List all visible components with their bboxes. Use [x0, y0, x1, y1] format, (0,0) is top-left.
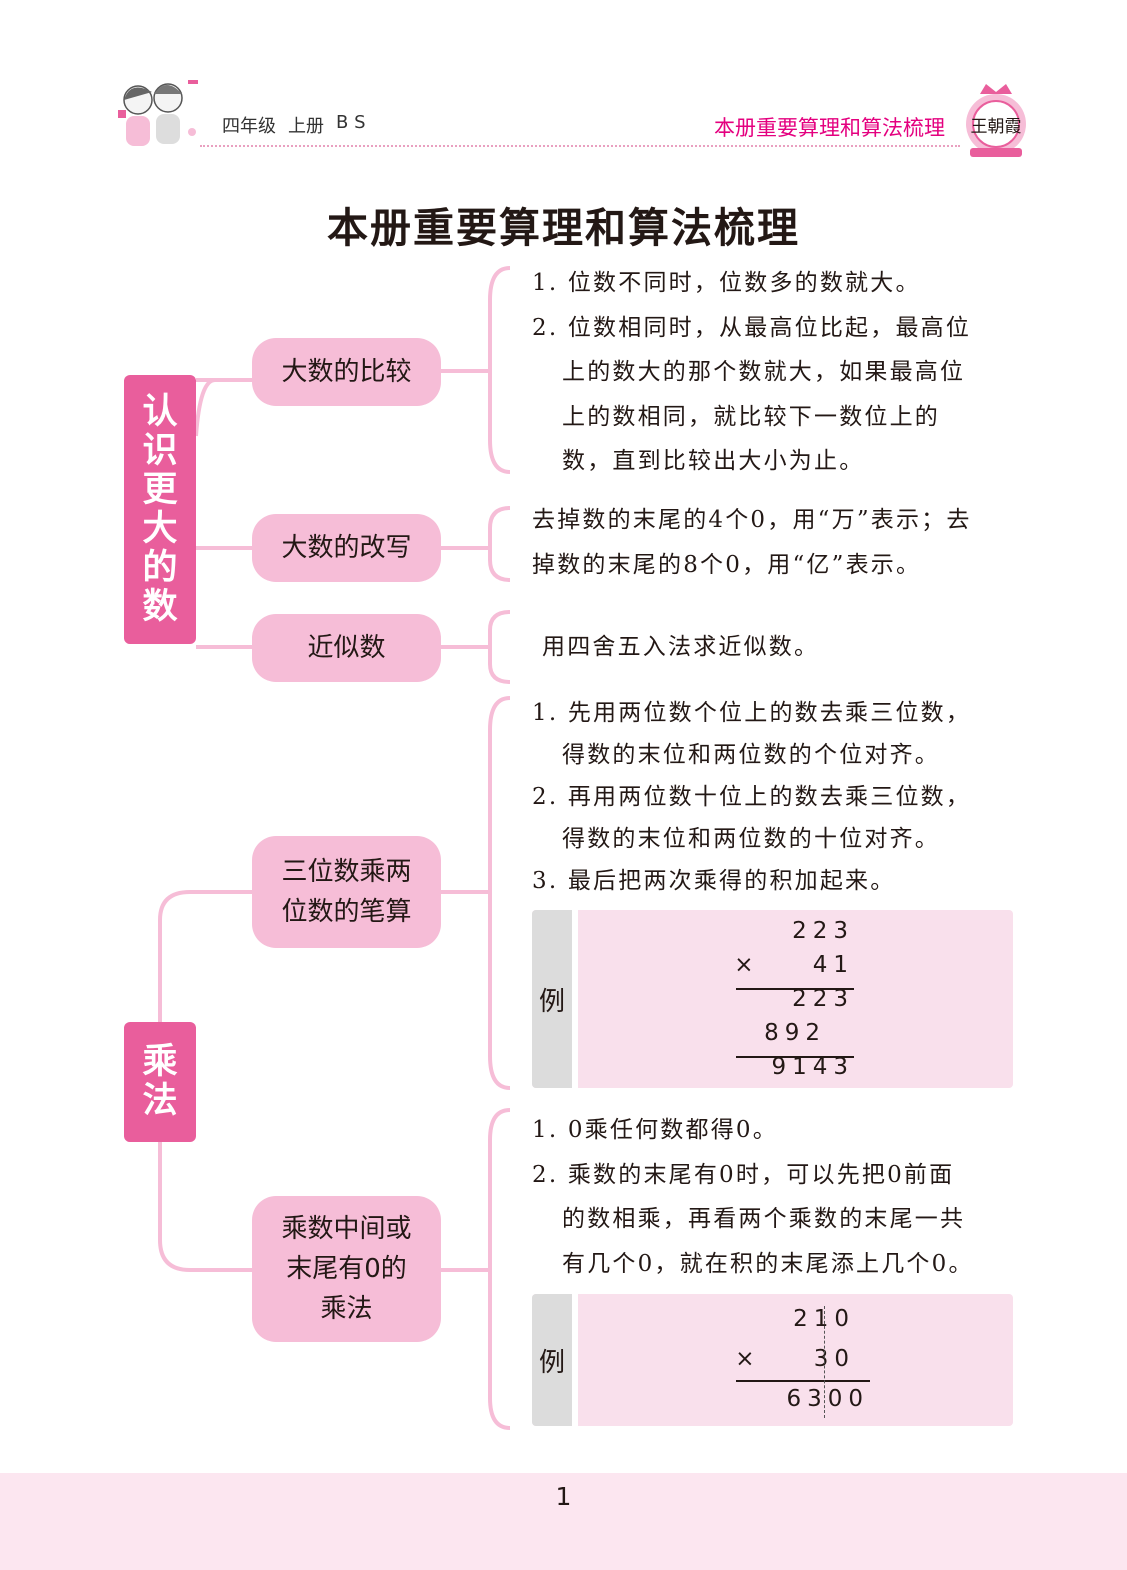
- category-char: 识: [142, 430, 178, 471]
- rule-line: 得数的末位和两位数的十位对齐。: [562, 826, 940, 852]
- vertical-calculation-2: 210 × 30 6300: [732, 1306, 877, 1424]
- calc-row: 223: [792, 918, 854, 944]
- header-volume: 上册: [288, 116, 324, 137]
- page-number: 1: [555, 1482, 572, 1511]
- calc-row: 9143: [771, 1054, 854, 1080]
- category-char: 大: [142, 508, 178, 549]
- category-multiplication: 乘 法: [124, 1022, 196, 1142]
- rule-line: 1. 0乘任何数都得0。: [532, 1117, 778, 1143]
- rule-line: 掉数的末尾的8个0，用“亿”表示。: [532, 551, 922, 578]
- calc-rule: [736, 1056, 854, 1058]
- category-big-numbers: 认 识 更 大 的 数: [124, 375, 196, 644]
- zero-multiplication-rules: 1. 0乘任何数都得0。 2. 乘数的末尾有0时，可以先把0前面 的数相乘，再看…: [532, 1108, 974, 1286]
- node-compare-big-numbers: 大数的比较: [252, 338, 441, 406]
- header-divider: [200, 145, 960, 147]
- vertical-calculation-1: 223 × 41 223 892 9143: [732, 918, 862, 1088]
- rewrite-rules: 去掉数的末尾的4个0，用“万”表示；去 掉数的末尾的8个0，用“亿”表示。: [532, 498, 972, 587]
- rule-line: 2. 乘数的末尾有0时，可以先把0前面: [532, 1161, 955, 1188]
- calc-row: × 41: [734, 952, 854, 978]
- header-section-title: 本册重要算理和算法梳理: [714, 116, 945, 140]
- node-line: 位数的笔算: [281, 897, 412, 927]
- example-label: 例: [532, 1294, 572, 1426]
- category-char: 的: [142, 547, 178, 588]
- calc-row: 6300: [786, 1386, 869, 1412]
- header-edition: B S: [336, 112, 366, 133]
- node-line: 乘法: [320, 1294, 373, 1324]
- node-line: 末尾有0的: [286, 1254, 407, 1284]
- node-zero-multiplication: 乘数中间或 末尾有0的 乘法: [252, 1196, 441, 1342]
- node-line: 乘数中间或: [281, 1214, 412, 1244]
- example-divider: [572, 910, 578, 1088]
- node-rewrite-big-numbers: 大数的改写: [252, 514, 441, 582]
- rule-line: 得数的末位和两位数的个位对齐。: [562, 742, 940, 768]
- category-char: 更: [142, 469, 178, 510]
- cartoon-children-icon: [118, 80, 198, 146]
- node-written-multiplication: 三位数乘两 位数的笔算: [252, 836, 441, 948]
- header-grade: 四年级: [222, 116, 276, 137]
- rule-line: 用四舍五入法求近似数。: [542, 634, 820, 660]
- category-char: 法: [142, 1081, 178, 1121]
- crown-badge-icon: [966, 84, 1026, 157]
- written-calc-rules: 1. 先用两位数个位上的数去乘三位数， 得数的末位和两位数的个位对齐。 2. 再…: [532, 692, 971, 902]
- rule-line: 1. 位数不同时，位数多的数就大。: [532, 270, 921, 296]
- page-title: 本册重要算理和算法梳理: [327, 204, 800, 252]
- mind-map-connectors: [158, 266, 511, 1430]
- approx-rule: 用四舍五入法求近似数。: [542, 625, 819, 670]
- calc-row: 892: [764, 1020, 826, 1046]
- calc-rule: [736, 988, 854, 990]
- example-box-1: 例 223 × 41 223 892 9143: [532, 910, 1013, 1088]
- rule-line: 上的数大的那个数就大，如果最高位: [562, 359, 966, 385]
- calc-row: 210: [793, 1306, 855, 1332]
- badge-text: 王朝霞: [970, 117, 1022, 137]
- header-grade-info: 四年级 上册 B S: [222, 112, 366, 138]
- category-char: 认: [142, 391, 178, 432]
- node-approximate-numbers: 近似数: [252, 614, 441, 682]
- category-char: 数: [142, 586, 178, 627]
- calc-row: × 30: [735, 1346, 855, 1372]
- rule-line: 数，直到比较出大小为止。: [562, 448, 865, 474]
- example-label: 例: [532, 910, 572, 1088]
- rule-line: 的数相乘，再看两个乘数的末尾一共: [562, 1206, 966, 1232]
- example-divider: [572, 1294, 578, 1426]
- example-box-2: 例 210 × 30 6300: [532, 1294, 1013, 1426]
- zero-separator-line: [824, 1306, 825, 1418]
- compare-rules: 1. 位数不同时，位数多的数就大。 2. 位数相同时，从最高位比起，最高位 上的…: [532, 261, 971, 484]
- brand-badge: 王朝霞: [960, 80, 1032, 160]
- rule-line: 1. 先用两位数个位上的数去乘三位数，: [532, 700, 972, 726]
- rule-line: 上的数相同，就比较下一数位上的: [562, 403, 940, 430]
- rule-line: 去掉数的末尾的4个0，用“万”表示；去: [532, 507, 972, 533]
- rule-line: 2. 再用两位数十位上的数去乘三位数，: [532, 784, 972, 810]
- calc-rule: [736, 1380, 870, 1382]
- rule-line: 有几个0，就在积的末尾添上几个0。: [562, 1250, 974, 1277]
- page-footer: [0, 1473, 1127, 1570]
- rule-line: 3. 最后把两次乘得的积加起来。: [532, 868, 896, 894]
- rule-line: 2. 位数相同时，从最高位比起，最高位: [532, 314, 972, 341]
- category-char: 乘: [142, 1042, 178, 1082]
- node-line: 三位数乘两: [281, 857, 412, 887]
- calc-row: 223: [792, 986, 854, 1012]
